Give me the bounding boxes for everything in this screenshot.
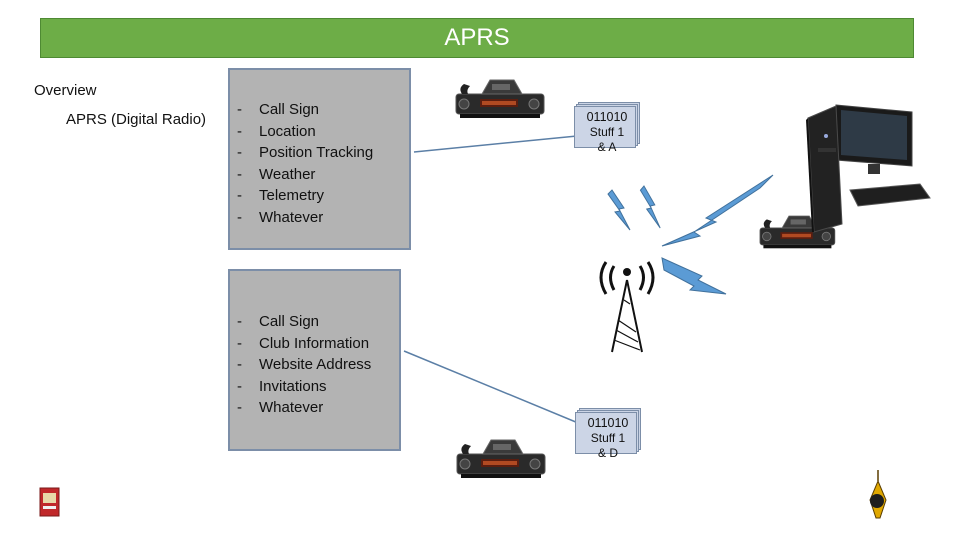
list-item: -Website Address	[237, 356, 372, 374]
data-packet-top: 011010 Stuff 1 & A	[574, 102, 640, 154]
data-packet-bottom: 011010 Stuff 1 & D	[575, 408, 641, 460]
radio-transceiver-icon	[456, 439, 546, 479]
list-item: -Whatever	[237, 399, 324, 417]
list-item: -Telemetry	[237, 187, 325, 205]
club-info-box: -Call Sign -Club Information -Website Ad…	[228, 269, 401, 451]
lightning-bolt-icon	[661, 174, 774, 247]
lightning-bolt-icon	[607, 189, 631, 231]
lightning-bolt-icon	[639, 185, 661, 229]
radio-tower-icon	[599, 261, 655, 353]
list-item: -Call Sign	[237, 101, 320, 118]
list-item: -Club Information	[237, 334, 370, 352]
radio-transceiver-icon	[455, 79, 545, 119]
list-item: -Call Sign	[237, 313, 320, 330]
link-line-bottom	[403, 350, 584, 426]
computer-icon	[806, 104, 931, 233]
page-title: APRS	[444, 24, 510, 51]
aprs-subheading: APRS (Digital Radio)	[66, 111, 207, 128]
personal-info-box: -Call Sign -Location -Position Tracking …	[228, 68, 411, 250]
list-item: -Location	[237, 122, 316, 140]
link-line-top	[413, 135, 578, 153]
book-cover-icon	[39, 487, 60, 517]
list-item: -Whatever	[237, 208, 324, 226]
list-item: -Position Tracking	[237, 144, 374, 162]
overview-label: Overview	[34, 82, 97, 99]
arrl-logo-icon	[869, 470, 887, 519]
title-bar: APRS	[40, 18, 914, 58]
personal-info-list: -Call Sign -Location -Position Tracking …	[230, 99, 409, 229]
list-item: -Weather	[237, 165, 316, 183]
club-info-list: -Call Sign -Club Information -Website Ad…	[230, 311, 399, 419]
lightning-bolt-icon	[661, 257, 727, 295]
list-item: -Invitations	[237, 377, 327, 395]
